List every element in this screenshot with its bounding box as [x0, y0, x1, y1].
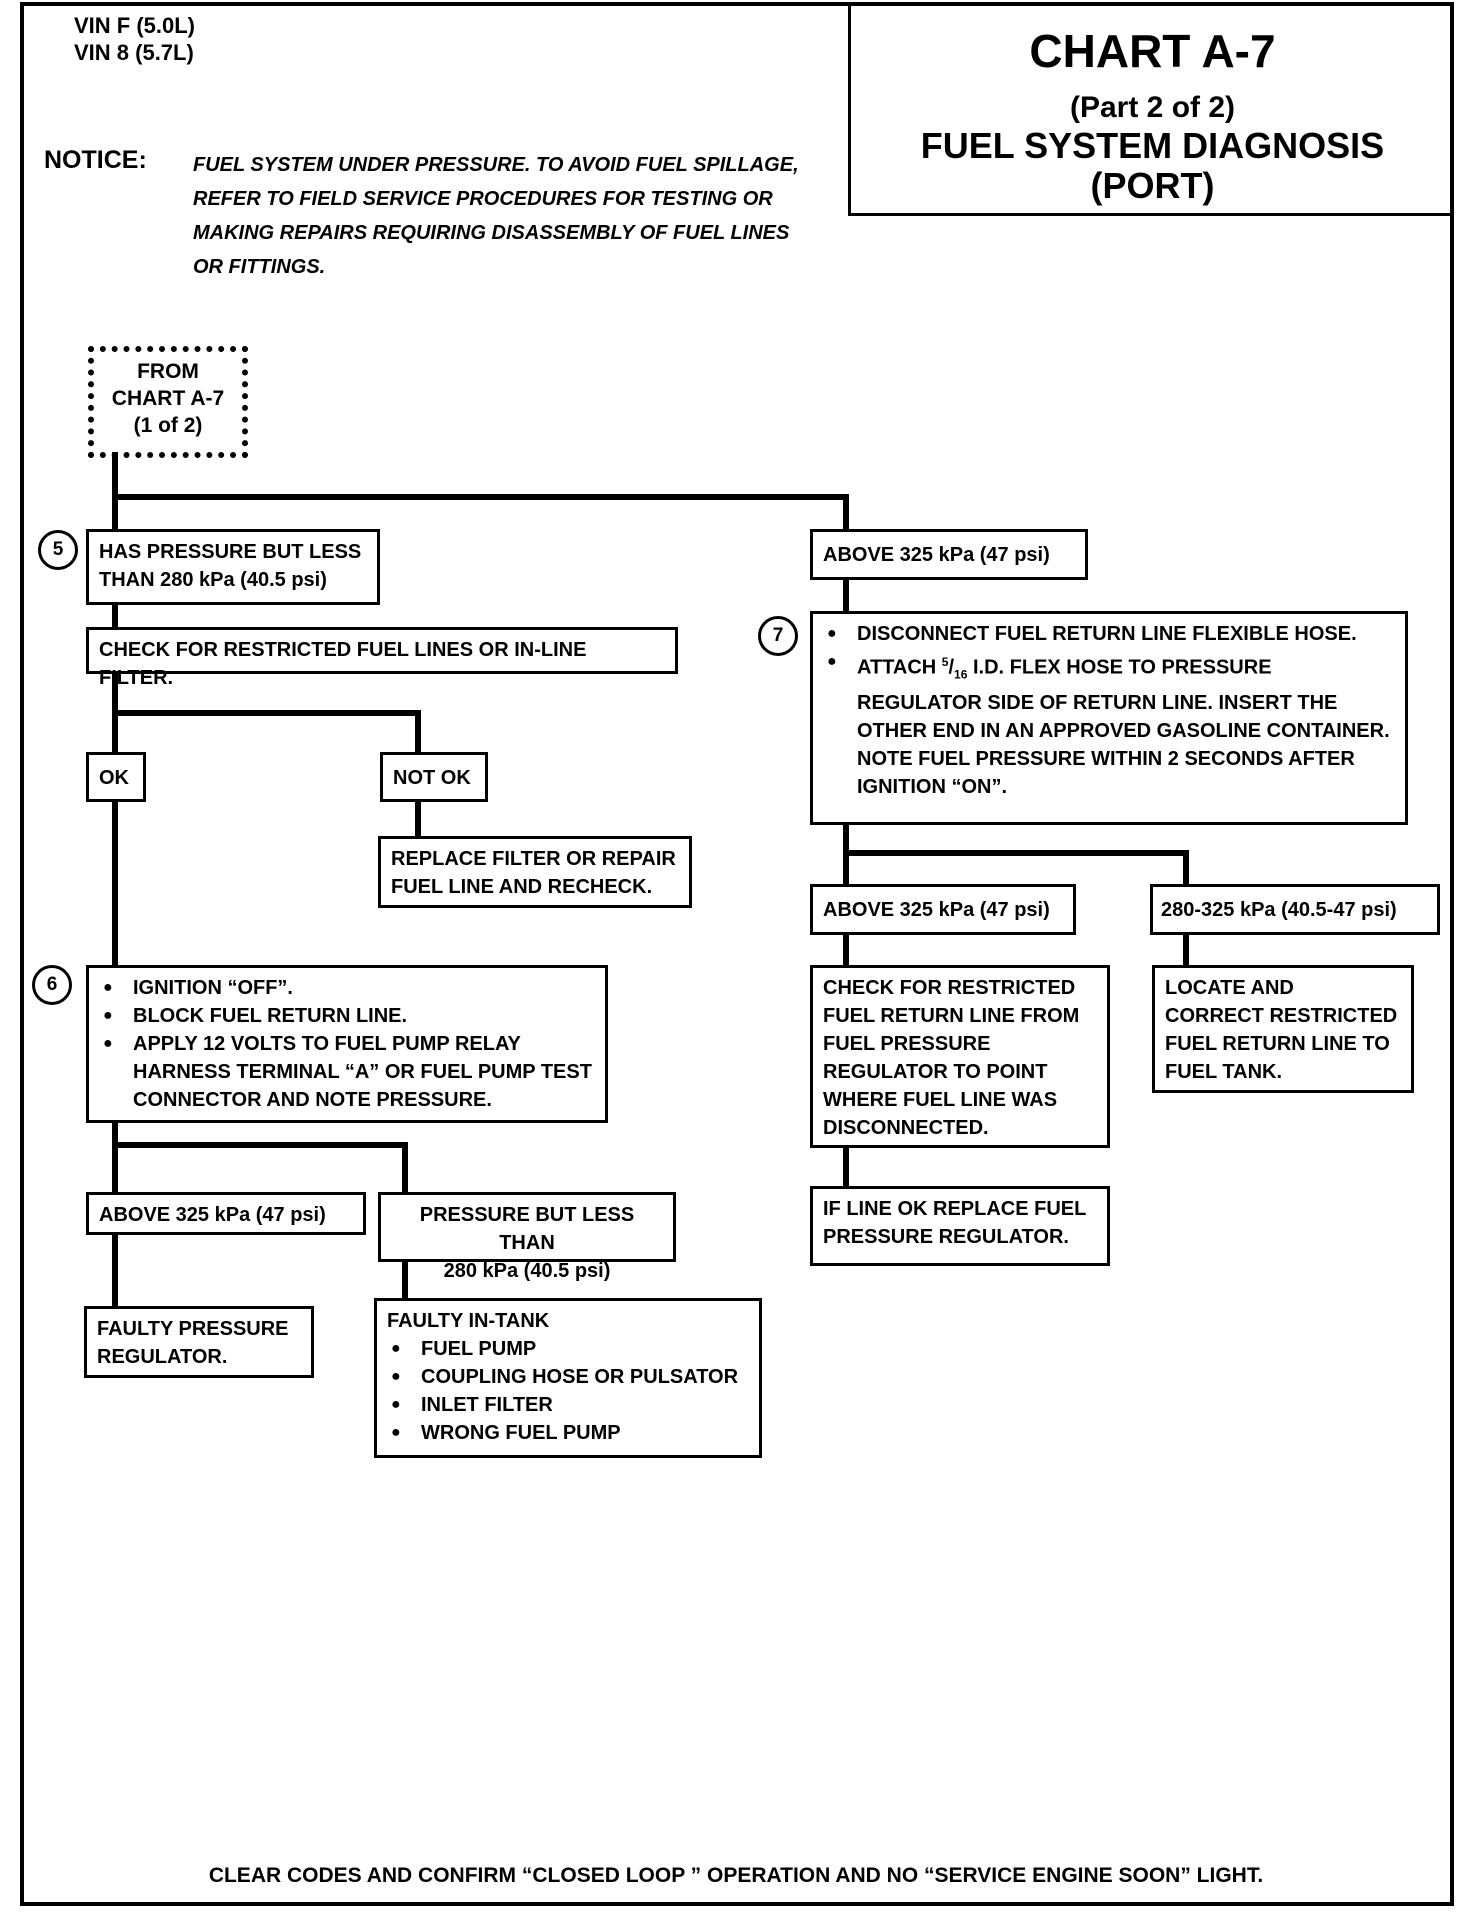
bullet-text: I.D. FLEX HOSE TO PRESSURE REGULATOR SID… [857, 656, 1390, 742]
box-line: 280 kPa (40.5 psi) [443, 1260, 611, 1282]
box-line: CHECK FOR RESTRICTED [823, 977, 1076, 999]
box-line: FUEL RETURN LINE TO [1165, 1033, 1390, 1055]
footer-instruction: CLEAR CODES AND CONFIRM “CLOSED LOOP ” O… [208, 1864, 1264, 1887]
box-line: FUEL RETURN LINE FROM [823, 1005, 1080, 1027]
bullet-text: ATTACH [857, 656, 942, 679]
chart-part: (Part 2 of 2) [1069, 91, 1236, 124]
box-line: HAS PRESSURE BUT LESS [99, 541, 362, 563]
replace-filter-action: REPLACE FILTER OR REPAIR FUEL LINE AND R… [378, 836, 692, 908]
step-number-6: 6 [32, 965, 72, 1005]
faulty-item: INLET FILTER [387, 1391, 749, 1419]
fraction-numerator: 5 [941, 655, 949, 669]
check-restricted-return: CHECK FOR RESTRICTED FUEL RETURN LINE FR… [810, 965, 1110, 1148]
from-line: FROM [137, 360, 199, 383]
notice-line: MAKING REPAIRS REQUIRING DISASSEMBLY OF … [193, 222, 790, 244]
procedure-bullet: IGNITION “OFF”. [99, 974, 595, 1002]
box-line: FUEL PRESSURE [823, 1033, 991, 1055]
box-line: FAULTY PRESSURE [97, 1318, 289, 1340]
ignition-off-procedure: IGNITION “OFF”. BLOCK FUEL RETURN LINE. … [86, 965, 608, 1123]
box-line: IF LINE OK REPLACE FUEL [823, 1198, 1087, 1220]
faulty-item: COUPLING HOSE OR PULSATOR [387, 1363, 749, 1391]
result-ok: OK [86, 752, 146, 802]
procedure-bullet: ATTACH 5/16 I.D. FLEX HOSE TO PRESSURE R… [823, 648, 1395, 745]
procedure-bullet: DISCONNECT FUEL RETURN LINE FLEXIBLE HOS… [823, 620, 1395, 648]
vin-block: VIN F (5.0L) VIN 8 (5.7L) [74, 12, 195, 66]
result-pressure-less-280: PRESSURE BUT LESS THAN 280 kPa (40.5 psi… [378, 1192, 676, 1282]
box-line: DISCONNECTED. [823, 1117, 989, 1139]
faulty-pressure-regulator: FAULTY PRESSURE REGULATOR. [84, 1306, 314, 1378]
step-number-5: 5 [38, 530, 78, 570]
replace-fuel-pressure-regulator: IF LINE OK REPLACE FUEL PRESSURE REGULAT… [810, 1186, 1110, 1266]
notice-label: NOTICE: [44, 146, 147, 174]
procedure-note: NOTE FUEL PRESSURE WITHIN 2 SECONDS AFTE… [857, 747, 1355, 798]
faulty-in-tank: FAULTY IN-TANK FUEL PUMP COUPLING HOSE O… [374, 1298, 762, 1458]
notice-line: REFER TO FIELD SERVICE PROCEDURES FOR TE… [193, 188, 773, 210]
from-chart-box: FROM CHART A-7 (1 of 2) [88, 346, 248, 458]
result-above-325: ABOVE 325 kPa (47 psi) [86, 1192, 366, 1235]
box-line: FUEL LINE AND RECHECK. [391, 876, 653, 898]
disconnect-return-procedure: DISCONNECT FUEL RETURN LINE FLEXIBLE HOS… [810, 611, 1408, 825]
box-line: PRESSURE REGULATOR. [823, 1226, 1069, 1248]
box-line: FUEL TANK. [1165, 1061, 1283, 1083]
vin-line: VIN F (5.0L) [74, 13, 196, 38]
fraction-denominator: 16 [954, 667, 968, 682]
box-line: WHERE FUEL LINE WAS [823, 1089, 1058, 1111]
box-line: THAN 280 kPa (40.5 psi) [99, 569, 327, 591]
chart-sub: (PORT) [1090, 165, 1215, 206]
result-280-325: 280-325 kPa (40.5-47 psi) [1150, 884, 1440, 935]
chart-title: CHART A-7 [1029, 25, 1276, 77]
page-border [20, 2, 1454, 1906]
notice-text: FUEL SYSTEM UNDER PRESSURE. TO AVOID FUE… [193, 148, 833, 284]
notice-line: OR FITTINGS. [193, 256, 326, 278]
from-line: (1 of 2) [133, 414, 203, 437]
condition-low-pressure: HAS PRESSURE BUT LESS THAN 280 kPa (40.5… [86, 529, 380, 605]
box-line: CORRECT RESTRICTED [1165, 1005, 1398, 1027]
locate-restricted-return: LOCATE AND CORRECT RESTRICTED FUEL RETUR… [1152, 965, 1414, 1093]
box-line: LOCATE AND [1165, 977, 1294, 999]
box-line: PRESSURE BUT LESS THAN [419, 1204, 635, 1254]
procedure-bullet: APPLY 12 VOLTS TO FUEL PUMP RELAY HARNES… [99, 1030, 595, 1114]
from-line: CHART A-7 [111, 387, 225, 410]
box-line: REPLACE FILTER OR REPAIR [391, 848, 676, 870]
title-box: CHART A-7 (Part 2 of 2) FUEL SYSTEM DIAG… [848, 2, 1454, 216]
procedure-bullet: BLOCK FUEL RETURN LINE. [99, 1002, 595, 1030]
step-number-7: 7 [758, 616, 798, 656]
chart-name: FUEL SYSTEM DIAGNOSIS [920, 125, 1385, 166]
result-not-ok: NOT OK [380, 752, 488, 802]
faulty-item: FUEL PUMP [387, 1335, 749, 1363]
box-line: FAULTY IN-TANK [387, 1310, 550, 1332]
box-line: REGULATOR TO POINT [823, 1061, 1048, 1083]
vin-line: VIN 8 (5.7L) [74, 40, 194, 65]
result-above-325-return: ABOVE 325 kPa (47 psi) [810, 884, 1076, 935]
notice-line: FUEL SYSTEM UNDER PRESSURE. TO AVOID FUE… [193, 154, 799, 176]
faulty-item: WRONG FUEL PUMP [387, 1419, 749, 1447]
box-line: REGULATOR. [97, 1346, 228, 1368]
condition-above-325: ABOVE 325 kPa (47 psi) [810, 529, 1088, 580]
check-restricted-lines: CHECK FOR RESTRICTED FUEL LINES OR IN-LI… [86, 627, 678, 689]
